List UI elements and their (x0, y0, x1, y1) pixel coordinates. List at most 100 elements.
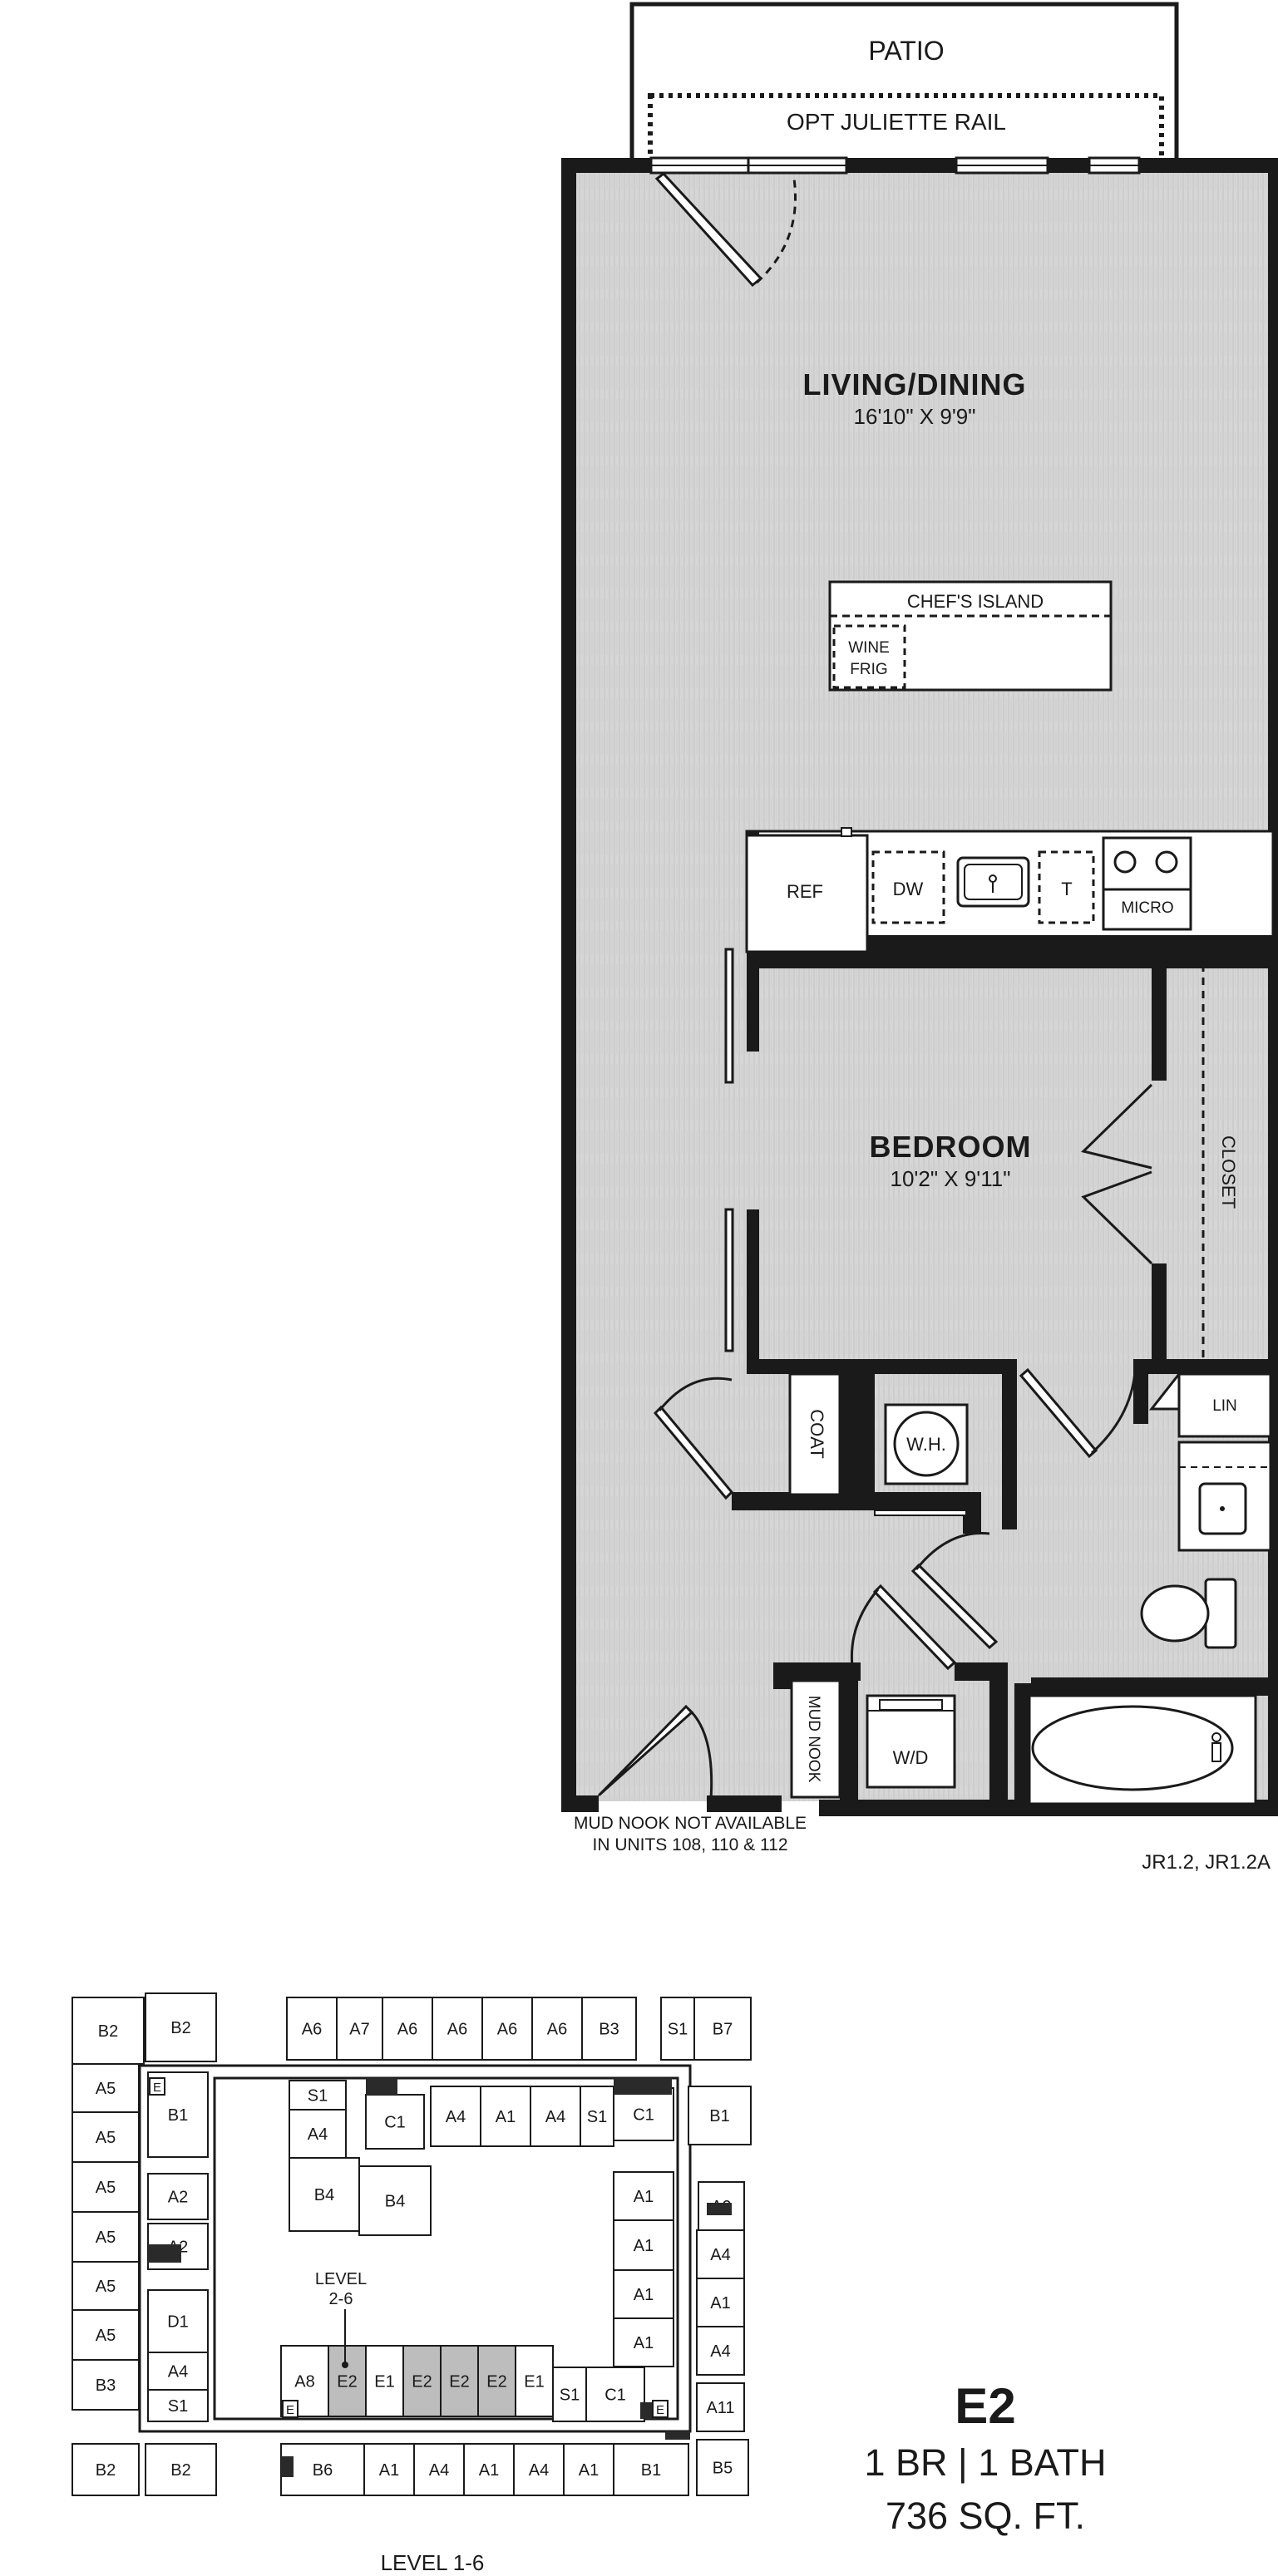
key-plan-unit: A4 (147, 2352, 209, 2391)
key-plan-unit-label: S1 (308, 2087, 328, 2106)
key-plan-unit: B2 (72, 2443, 140, 2496)
key-plan-unit-label: B6 (313, 2461, 333, 2480)
closet-bifold-door (1081, 1083, 1153, 1265)
key-plan-unit: B3 (72, 2359, 140, 2411)
elevator-icon (652, 2400, 669, 2418)
key-plan-unit-label: S1 (587, 2108, 607, 2126)
stair-block (366, 2078, 397, 2095)
key-plan-unit-label: A11 (706, 2399, 734, 2417)
key-plan-unit-label: S1 (668, 2021, 688, 2039)
key-plan-unit-label: A1 (634, 2237, 654, 2255)
key-plan-unit-label: A6 (397, 2021, 417, 2039)
stair-block (707, 2203, 732, 2215)
elevator-label: E (153, 2081, 161, 2095)
bedroom-title: BEDROOM (870, 1130, 1032, 1164)
key-plan-unit-label: A4 (545, 2108, 565, 2126)
laundry-door (850, 1532, 999, 1671)
key-plan-unit-label: A5 (96, 2129, 116, 2147)
key-plan-unit-label: A4 (168, 2363, 188, 2381)
dw-label: DW (893, 879, 924, 899)
burner-icon (1113, 850, 1137, 874)
key-plan-unit-label: A1 (579, 2461, 599, 2480)
key-plan-unit: C1 (365, 2094, 425, 2150)
key-plan-unit: B4 (358, 2165, 432, 2236)
key-plan-unit-label: E2 (486, 2373, 506, 2391)
key-plan-unit: A6 (531, 1997, 583, 2061)
key-plan-unit-label: A5 (96, 2327, 116, 2345)
key-plan-unit-label: B3 (599, 2021, 619, 2039)
key-plan-unit: S1 (147, 2389, 209, 2422)
key-plan-unit: S1 (289, 2080, 347, 2111)
key-plan-unit-label: A1 (379, 2461, 399, 2480)
key-plan-unit-label: E1 (374, 2373, 394, 2391)
key-plan-unit: A11 (696, 2382, 745, 2432)
living-dining-dimensions: 16'10" X 9'9" (854, 404, 976, 429)
key-plan-unit: A1 (363, 2443, 415, 2496)
coat-door (653, 1377, 734, 1500)
key-plan-unit: A4 (696, 2229, 745, 2279)
key-plan-unit-label: A5 (96, 2179, 116, 2197)
key-plan-unit-label: A6 (497, 2021, 517, 2039)
patio-door (654, 171, 797, 288)
key-plan-unit-label: A5 (96, 2229, 116, 2247)
key-plan-unit: A4 (530, 2086, 581, 2147)
unit-codes: JR1.2, JR1.2A (1142, 1851, 1271, 1874)
key-plan-unit: A1 (480, 2086, 531, 2147)
key-plan-unit: E2 (328, 2345, 367, 2417)
bathtub-icon (1028, 1694, 1257, 1805)
key-plan-unit-label: A6 (547, 2021, 567, 2039)
key-plan-unit-label: S1 (560, 2386, 580, 2405)
key-plan-unit: A1 (463, 2443, 515, 2496)
key-plan-unit: B1 (613, 2443, 689, 2496)
bathroom: LIN (1014, 1370, 1278, 1805)
key-plan-unit-label: A1 (496, 2108, 516, 2126)
living-dining-title: LIVING/DINING (802, 367, 1026, 401)
key-plan-unit-label: B2 (96, 2461, 116, 2480)
key-plan-unit: A5 (72, 2309, 140, 2361)
key-plan-unit-label: B1 (709, 2107, 729, 2125)
key-plan-unit: A5 (72, 2111, 140, 2163)
key-plan-unit: B3 (581, 1997, 637, 2061)
chefs-island-label: CHEF'S ISLAND (907, 591, 1044, 612)
key-plan-unit: B2 (145, 1992, 217, 2062)
key-plan-unit-label: B5 (713, 2460, 733, 2478)
key-plan-unit: A4 (696, 2326, 745, 2376)
key-plan-unit-label: B2 (98, 2022, 118, 2041)
coat-closet: COAT (788, 1372, 858, 1496)
key-plan-unit-label: B2 (170, 2461, 190, 2480)
key-plan-unit: D1 (147, 2289, 209, 2353)
level-pointer-dot (342, 2362, 348, 2368)
key-plan-unit-label: E2 (412, 2373, 432, 2391)
key-plan-unit: A6 (286, 1997, 338, 2061)
stair-block (281, 2456, 294, 2477)
elevator-label: E (286, 2403, 294, 2417)
key-plan-unit: E1 (365, 2345, 404, 2417)
wine-frig-label-1: WINE (848, 639, 890, 657)
elevator-label: E (656, 2403, 664, 2417)
bedroom-pocket-door (724, 948, 734, 1084)
key-plan-unit-label: A4 (529, 2461, 549, 2480)
bedroom-dimensions: 10'2" X 9'11" (890, 1166, 1010, 1191)
key-plan-unit: A6 (432, 1997, 483, 2061)
key-plan-unit-label: E2 (337, 2373, 357, 2391)
key-plan-unit-label: B2 (170, 2019, 190, 2037)
key-plan-unit-label: E2 (449, 2373, 469, 2391)
key-plan-unit: A1 (613, 2317, 674, 2367)
patio-label: PATIO (868, 36, 944, 66)
key-plan-unit-label: A1 (634, 2334, 654, 2352)
key-plan-unit-label: A2 (168, 2189, 188, 2207)
mud-nook-note-line2: IN UNITS 108, 110 & 112 (592, 1835, 787, 1854)
key-plan-unit: B2 (72, 1997, 145, 2065)
key-plan-unit: A7 (336, 1997, 383, 2061)
key-plan-unit: C1 (585, 2367, 645, 2422)
mud-nook (790, 1679, 841, 1799)
key-plan-unit: A5 (72, 2211, 140, 2263)
key-plan-unit: A1 (613, 2269, 674, 2319)
key-plan-unit: E2 (402, 2345, 442, 2417)
level-pointer-line2: 2-6 (329, 2290, 353, 2308)
key-plan-unit: A1 (613, 2171, 674, 2221)
key-plan-unit-label: B1 (168, 2106, 188, 2125)
unit-beds-baths: 1 BR | 1 BATH (865, 2441, 1107, 2484)
key-plan-unit-label: A5 (96, 2278, 116, 2296)
